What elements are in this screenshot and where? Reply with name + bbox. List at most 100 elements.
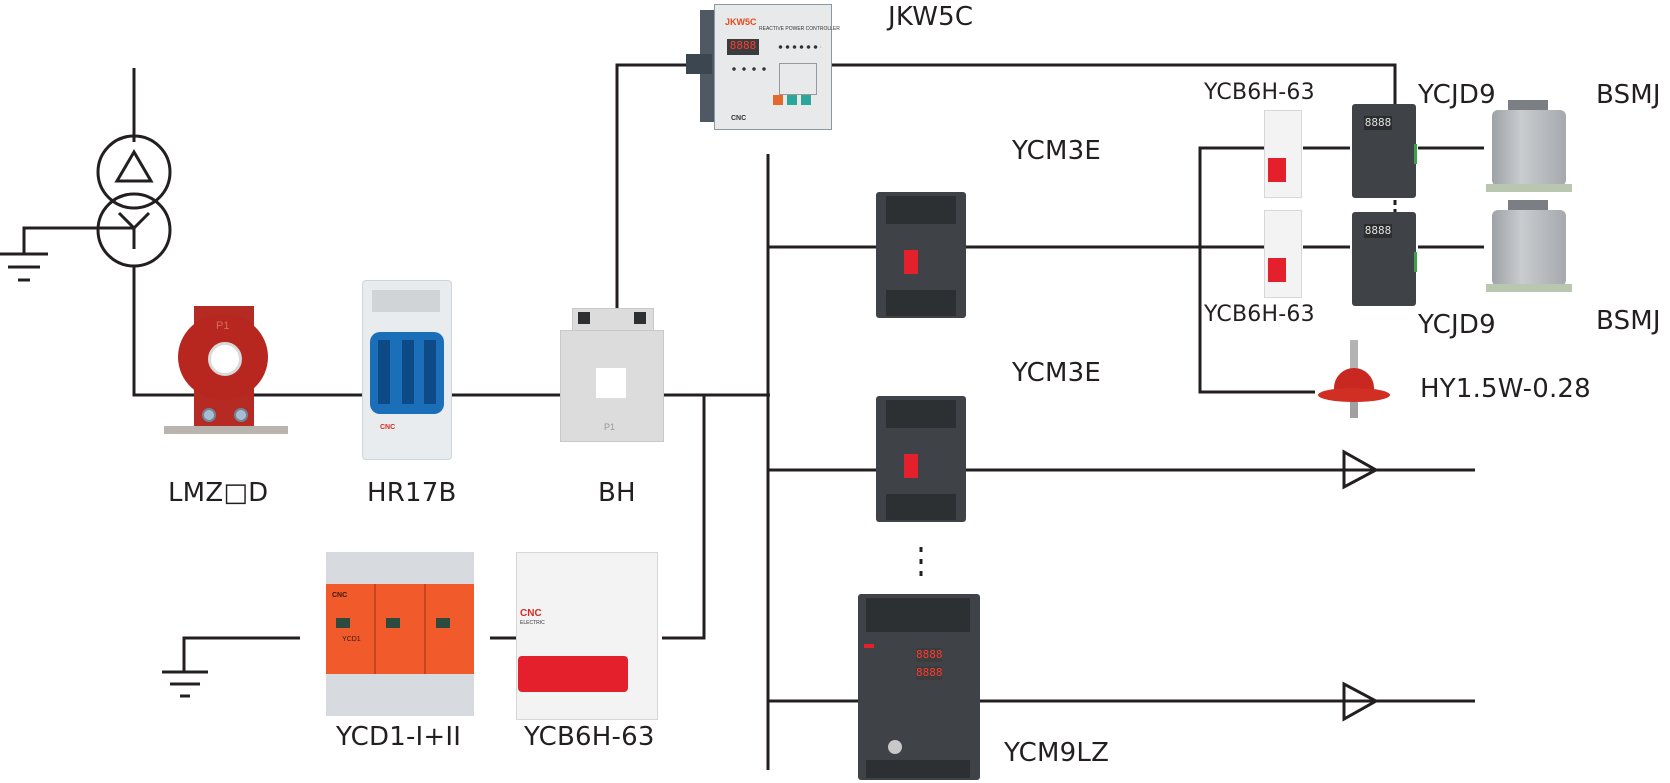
ct-base	[164, 426, 288, 434]
capacitor-terminals	[1508, 200, 1548, 212]
screw-icon	[202, 408, 216, 422]
label-mcb-branch-2: YCB6H-63	[1204, 302, 1315, 327]
spd-divider	[374, 584, 376, 674]
spd-indicator	[436, 618, 450, 628]
main-feeder-line	[132, 266, 770, 397]
mccb-terminals	[886, 196, 956, 224]
mccb9-terminals	[866, 760, 970, 778]
capacitor-base	[1486, 184, 1572, 192]
label-mcb-branch-1: YCB6H-63	[1204, 80, 1315, 105]
controller-connector	[686, 54, 712, 74]
screw-icon	[234, 408, 248, 422]
capacitor-terminals	[1508, 100, 1548, 112]
branch-mcb-toggle	[1268, 258, 1286, 282]
capacitor-2	[1486, 200, 1574, 296]
spd-divider	[424, 584, 426, 674]
controller-signal-line	[830, 63, 1397, 108]
arrester-bottom-stud	[1350, 402, 1358, 418]
capacitor-switch-2: 8888	[1352, 212, 1418, 308]
label-mccb-last: YCM9LZ	[1004, 738, 1110, 768]
fuse-slot	[424, 340, 436, 404]
mcb-toggle	[518, 656, 628, 692]
switch-indicator	[1414, 252, 1417, 272]
label-capacitor-1: BSMJ	[1596, 80, 1661, 110]
mccb9-display-top: 8888	[916, 648, 943, 662]
label-capacitor-2: BSMJ	[1596, 306, 1661, 336]
label-spd-breaker: YCB6H-63	[524, 722, 655, 752]
bh-terminal	[578, 312, 590, 324]
transformer-primary-coil	[96, 134, 172, 210]
ct-hole	[208, 342, 242, 376]
label-switch-1: YCJD9	[1418, 80, 1496, 110]
spd-model: YCD1	[342, 636, 361, 643]
fuse-handle	[372, 290, 440, 312]
wye-symbol	[117, 211, 151, 231]
branch-mcb-body	[1264, 210, 1302, 298]
controller-down-button	[801, 95, 811, 105]
controller-up-button	[787, 95, 797, 105]
capacitor-can	[1492, 210, 1566, 286]
ct-mark: P1	[216, 320, 230, 332]
spd-indicator	[336, 618, 350, 628]
mcb-brand: CNC	[520, 608, 542, 619]
current-transformer-bh: P1	[560, 308, 664, 442]
label-spd: YCD1-I+II	[336, 722, 462, 752]
capacitor-switch-1: 8888	[1352, 104, 1418, 200]
bh-window	[596, 368, 626, 398]
mccb-handle	[904, 250, 918, 274]
controller-maker: CNC	[731, 115, 747, 122]
mccb9-terminals	[866, 598, 970, 632]
arrester-skirt	[1318, 388, 1390, 402]
label-mccb-2: YCM3E	[1012, 358, 1102, 388]
label-mccb-1: YCM3E	[1012, 136, 1102, 166]
controller-brand: JKW5C	[725, 17, 757, 27]
fuse-brand: CNC	[380, 424, 396, 431]
controller-set-button	[773, 95, 783, 105]
spd-brand: CNC	[332, 592, 348, 599]
branch-2-arrow	[1342, 449, 1380, 490]
label-controller: JKW5C	[888, 2, 974, 32]
switch-display: 8888	[1364, 224, 1392, 238]
spd-branch-line	[662, 395, 706, 640]
neutral-ground-line	[22, 226, 134, 254]
mccb9-display-bottom: 8888	[916, 666, 943, 680]
label-switch-2: YCJD9	[1418, 310, 1496, 340]
fuse-switch-hr17b: CNC	[362, 280, 452, 460]
spd-ground-line	[182, 636, 300, 672]
mccb9-knob	[888, 740, 902, 754]
capacitor-base	[1486, 284, 1572, 292]
surge-arrester	[1318, 340, 1390, 430]
current-transformer-lmz: P1	[164, 306, 290, 440]
moulded-case-breaker-1	[876, 192, 966, 320]
surge-protection-device: CNC YCD1	[326, 552, 476, 718]
controller-face: JKW5C REACTIVE POWER CONTROLLER 8888 CNC	[714, 4, 840, 130]
mcb-body	[516, 552, 658, 720]
switch-display: 8888	[1364, 116, 1392, 130]
moulded-case-breaker-ycm9lz: 8888 8888	[858, 594, 982, 782]
controller-title: REACTIVE POWER CONTROLLER	[759, 26, 840, 32]
mccb9-logo	[864, 644, 874, 648]
branch-mcb-body	[1264, 110, 1302, 198]
bh-terminal	[634, 312, 646, 324]
branch-mcb-toggle	[1268, 158, 1286, 182]
branch-mcb-2	[1264, 210, 1302, 298]
controller-display: 8888	[727, 39, 759, 55]
spd-indicator	[386, 618, 400, 628]
label-arrester: HY1.5W-0.28	[1420, 374, 1591, 404]
controller-leds	[729, 67, 769, 71]
bh-mark: P1	[604, 422, 616, 432]
controller-table	[779, 63, 817, 95]
miniature-circuit-breaker-3p: CNC ELECTRIC	[516, 552, 658, 720]
reactive-power-controller: JKW5C REACTIVE POWER CONTROLLER 8888 CNC	[686, 2, 840, 130]
fuse-slot	[402, 340, 414, 404]
mccb-terminals	[886, 290, 956, 316]
spd-modules	[326, 584, 474, 674]
controller-leds-row	[777, 45, 821, 49]
ct-signal-line	[615, 63, 688, 395]
capacitor-can	[1492, 110, 1566, 186]
fuse-slot	[378, 340, 390, 404]
mccb-terminals	[886, 400, 956, 428]
branch-last-arrow	[1342, 681, 1380, 722]
label-fuse-switch: HR17B	[367, 478, 457, 508]
mcb-sub: ELECTRIC	[520, 620, 545, 626]
